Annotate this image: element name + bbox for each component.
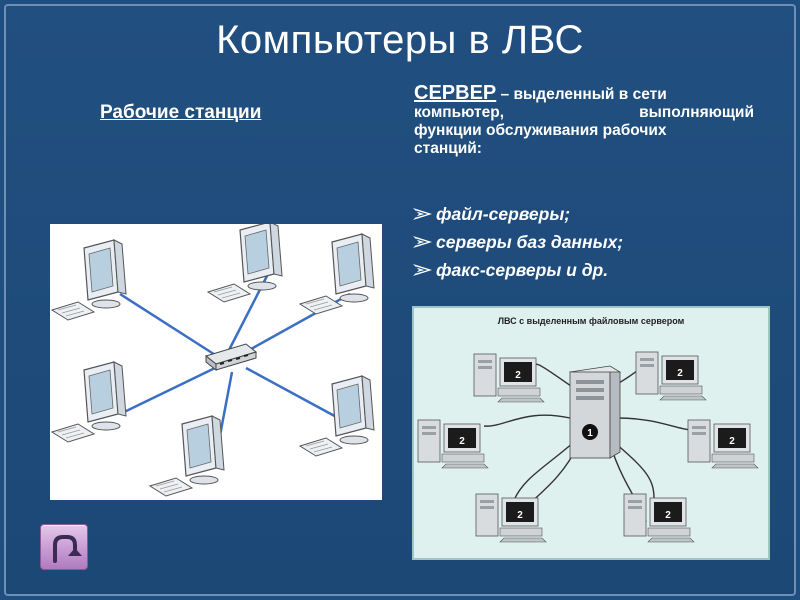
server-definition-line: функции обслуживания рабочих — [414, 122, 754, 140]
server-definition-word: компьютер, — [414, 104, 504, 122]
diagram-caption: ЛВС с выделенным файловым сервером — [414, 316, 768, 326]
workstation-icon — [52, 362, 126, 442]
list-item-label: файл-серверы; — [436, 204, 570, 225]
workstation-number: 2 — [665, 510, 671, 521]
workstations-network-image — [50, 224, 382, 500]
arrow-bullet-icon — [412, 235, 434, 249]
workstation-icon: 2 — [624, 494, 694, 542]
workstation-icon: 2 — [688, 420, 758, 468]
server-term: СЕРВЕР — [414, 82, 496, 104]
file-server-diagram: 1 2 2 2 2 2 2 — [414, 308, 768, 558]
arrow-bullet-icon — [412, 263, 434, 277]
list-item: файл-серверы; — [412, 200, 752, 228]
return-arrow-icon — [41, 525, 87, 569]
list-item: факс-серверы и др. — [412, 256, 752, 284]
workstation-number: 2 — [677, 368, 683, 379]
server-definition-word: выполняющий — [639, 104, 754, 122]
slide-title: Компьютеры в ЛВС — [0, 18, 800, 63]
file-server-icon: 1 — [570, 366, 620, 458]
workstation-icon: 2 — [474, 354, 544, 402]
workstation-icon — [150, 416, 224, 496]
server-types-list: файл-серверы; серверы баз данных; факс-с… — [412, 200, 752, 284]
arrow-bullet-icon — [412, 207, 434, 221]
workstation-icon — [300, 376, 374, 456]
workstation-icon: 2 — [418, 420, 488, 468]
file-server-lan-image: ЛВС с выделенным файловым сервером — [412, 306, 770, 560]
workstation-icon: 2 — [476, 494, 546, 542]
list-item-label: серверы баз данных; — [436, 232, 623, 253]
server-definition: СЕРВЕР – выделенный в сети компьютер, вы… — [414, 84, 754, 158]
workstation-icon: 2 — [636, 352, 706, 400]
workstation-number: 2 — [517, 510, 523, 521]
server-definition-text: – выделенный в сети — [496, 86, 667, 103]
workstation-icon — [52, 240, 126, 320]
workstations-label: Рабочие станции — [100, 102, 330, 124]
server-number: 1 — [587, 428, 593, 439]
workstation-number: 2 — [459, 436, 465, 447]
server-definition-line: станций: — [414, 140, 754, 158]
workstation-number: 2 — [729, 436, 735, 447]
workstation-number: 2 — [515, 370, 521, 381]
return-button[interactable] — [40, 524, 88, 570]
list-item-label: факс-серверы и др. — [436, 260, 608, 281]
list-item: серверы баз данных; — [412, 228, 752, 256]
star-network-diagram — [50, 224, 382, 500]
workstation-icon — [208, 224, 282, 302]
